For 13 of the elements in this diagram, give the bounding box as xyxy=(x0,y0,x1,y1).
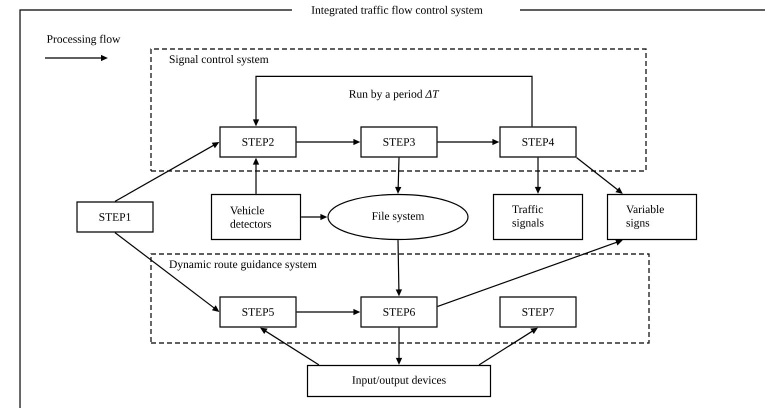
process-box: STEP5 xyxy=(219,296,297,328)
process-box: STEP1 xyxy=(76,201,154,233)
legend-label: Processing flow xyxy=(46,34,120,46)
process-box: Input/output devices xyxy=(306,364,492,398)
process-box: STEP3 xyxy=(360,126,438,158)
process-box: STEP7 xyxy=(499,296,577,328)
process-box: STEP4 xyxy=(499,126,577,158)
process-box: Variable signs xyxy=(606,194,698,240)
process-box: STEP2 xyxy=(219,126,297,158)
process-box: Traffic signals xyxy=(492,194,584,240)
process-box: STEP6 xyxy=(360,296,438,328)
edge-label: Run by a period ΔT xyxy=(348,88,440,102)
process-box: Vehicle detectors xyxy=(210,194,302,240)
